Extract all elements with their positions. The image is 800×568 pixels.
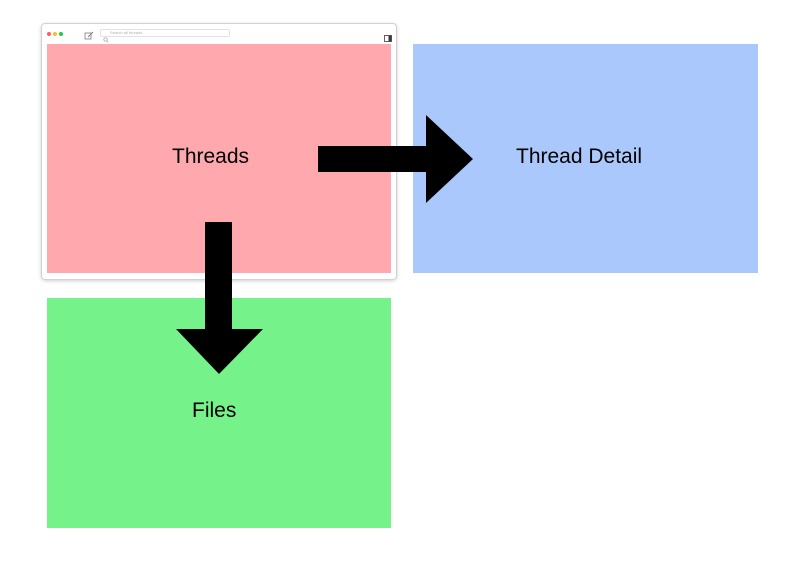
- search-icon: [103, 30, 109, 43]
- search-placeholder: Search all threads: [110, 30, 143, 35]
- threads-label: Threads: [172, 145, 250, 168]
- search-input[interactable]: Search all threads: [100, 29, 230, 43]
- minimize-window-button[interactable]: [53, 32, 57, 36]
- compose-icon[interactable]: [84, 28, 94, 40]
- arrow-down-icon: [176, 222, 263, 374]
- arrow-right-icon: [318, 115, 473, 203]
- window-titlebar: Search all threads: [42, 24, 396, 44]
- close-window-button[interactable]: [47, 32, 51, 36]
- files-label: Files: [192, 399, 237, 422]
- zoom-window-button[interactable]: [59, 32, 63, 36]
- thread-detail-label: Thread Detail: [516, 145, 643, 168]
- sidebar-toggle-icon[interactable]: [384, 29, 392, 42]
